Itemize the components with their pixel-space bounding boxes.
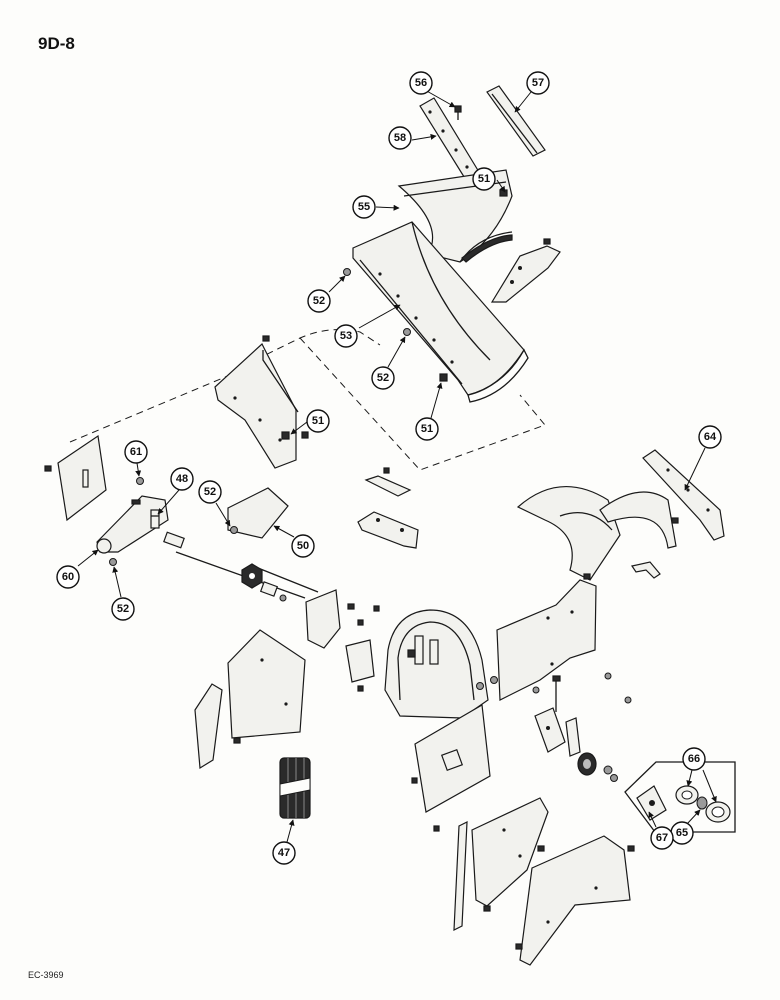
- small-parts-center: [476, 672, 632, 704]
- bearing-block: [534, 675, 581, 757]
- svg-text:65: 65: [676, 827, 688, 839]
- strip-57: [486, 85, 546, 157]
- callout-48: 48: [170, 467, 194, 491]
- nut-52-a: [343, 268, 351, 276]
- bolt-56: [454, 105, 462, 120]
- lower-housing-plate: [411, 704, 491, 832]
- callout-52-top: 52: [307, 289, 331, 313]
- bottom-plate-a: [471, 797, 549, 912]
- leader-lines: [77, 89, 717, 843]
- callout-53: 53: [334, 324, 358, 348]
- svg-text:56: 56: [415, 77, 427, 89]
- strip-58: [419, 97, 480, 181]
- callout-52-mid: 52: [371, 366, 395, 390]
- housing-panel: [384, 609, 489, 719]
- svg-text:61: 61: [130, 446, 142, 458]
- callout-51-left: 51: [306, 409, 330, 433]
- callout-60: 60: [56, 565, 80, 589]
- svg-text:51: 51: [478, 173, 490, 185]
- side-strip-left: [194, 683, 223, 770]
- curved-plate-right-a: [516, 485, 621, 581]
- pin-48: [150, 509, 160, 529]
- end-plate-left: [44, 434, 107, 522]
- svg-text:60: 60: [62, 571, 74, 583]
- svg-text:51: 51: [421, 423, 433, 435]
- center-bracket-a: [364, 467, 412, 497]
- detail-box: [624, 761, 736, 833]
- nut-52-c: [109, 558, 117, 566]
- trough-53: [352, 221, 529, 403]
- bottom-plate-b: [515, 835, 635, 966]
- callout-47: 47: [272, 841, 296, 865]
- svg-text:52: 52: [377, 372, 389, 384]
- bearing-assembly: [577, 752, 618, 782]
- assembly-outline: [69, 329, 546, 471]
- svg-text:47: 47: [278, 847, 290, 859]
- callout-64: 64: [698, 425, 722, 449]
- svg-text:51: 51: [312, 415, 324, 427]
- callout-66: 66: [682, 747, 706, 771]
- cover-plate-small: [305, 589, 380, 692]
- roll-47: [279, 757, 311, 819]
- svg-text:55: 55: [358, 201, 370, 213]
- svg-text:58: 58: [394, 132, 406, 144]
- side-bracket: [490, 238, 561, 303]
- svg-text:48: 48: [176, 473, 188, 485]
- center-bracket-b: [357, 511, 419, 549]
- svg-text:57: 57: [532, 77, 544, 89]
- housing-side-plate: [496, 573, 597, 701]
- page-number: 9D-8: [38, 34, 75, 53]
- lower-panel-left: [227, 629, 306, 744]
- callout-51-top: 51: [472, 167, 496, 191]
- svg-text:53: 53: [340, 330, 352, 342]
- support-64: [642, 449, 725, 541]
- callout-61: 61: [124, 440, 148, 464]
- nut-52-b: [403, 328, 411, 336]
- callout-51-mid: 51: [415, 417, 439, 441]
- bolt-51-mid: [439, 373, 448, 382]
- side-panel-upper: [214, 335, 309, 469]
- lever-60: [96, 477, 169, 554]
- callout-57: 57: [526, 71, 550, 95]
- callout-58: 58: [388, 126, 412, 150]
- svg-text:52: 52: [117, 603, 129, 615]
- callout-67: 67: [650, 826, 674, 850]
- strip-vertical: [453, 821, 468, 931]
- svg-text:67: 67: [656, 832, 668, 844]
- bolt-51-top: [499, 189, 508, 197]
- curved-plate-right-b: [599, 491, 679, 549]
- shield-50: [227, 487, 289, 539]
- callout-50: 50: [291, 534, 315, 558]
- small-clip-right: [631, 561, 661, 579]
- svg-text:64: 64: [704, 431, 717, 443]
- callout-55: 55: [352, 195, 376, 219]
- callout-56: 56: [409, 71, 433, 95]
- svg-text:52: 52: [313, 295, 325, 307]
- figure-reference-code: EC-3969: [28, 970, 64, 980]
- callout-52-bottom: 52: [111, 597, 135, 621]
- bolt-51-left: [281, 431, 290, 440]
- callout-52-left: 52: [198, 480, 222, 504]
- callout-65: 65: [670, 821, 694, 845]
- svg-text:66: 66: [688, 753, 700, 765]
- drive-shaft: [163, 531, 319, 602]
- svg-text:52: 52: [204, 486, 216, 498]
- svg-text:50: 50: [297, 540, 309, 552]
